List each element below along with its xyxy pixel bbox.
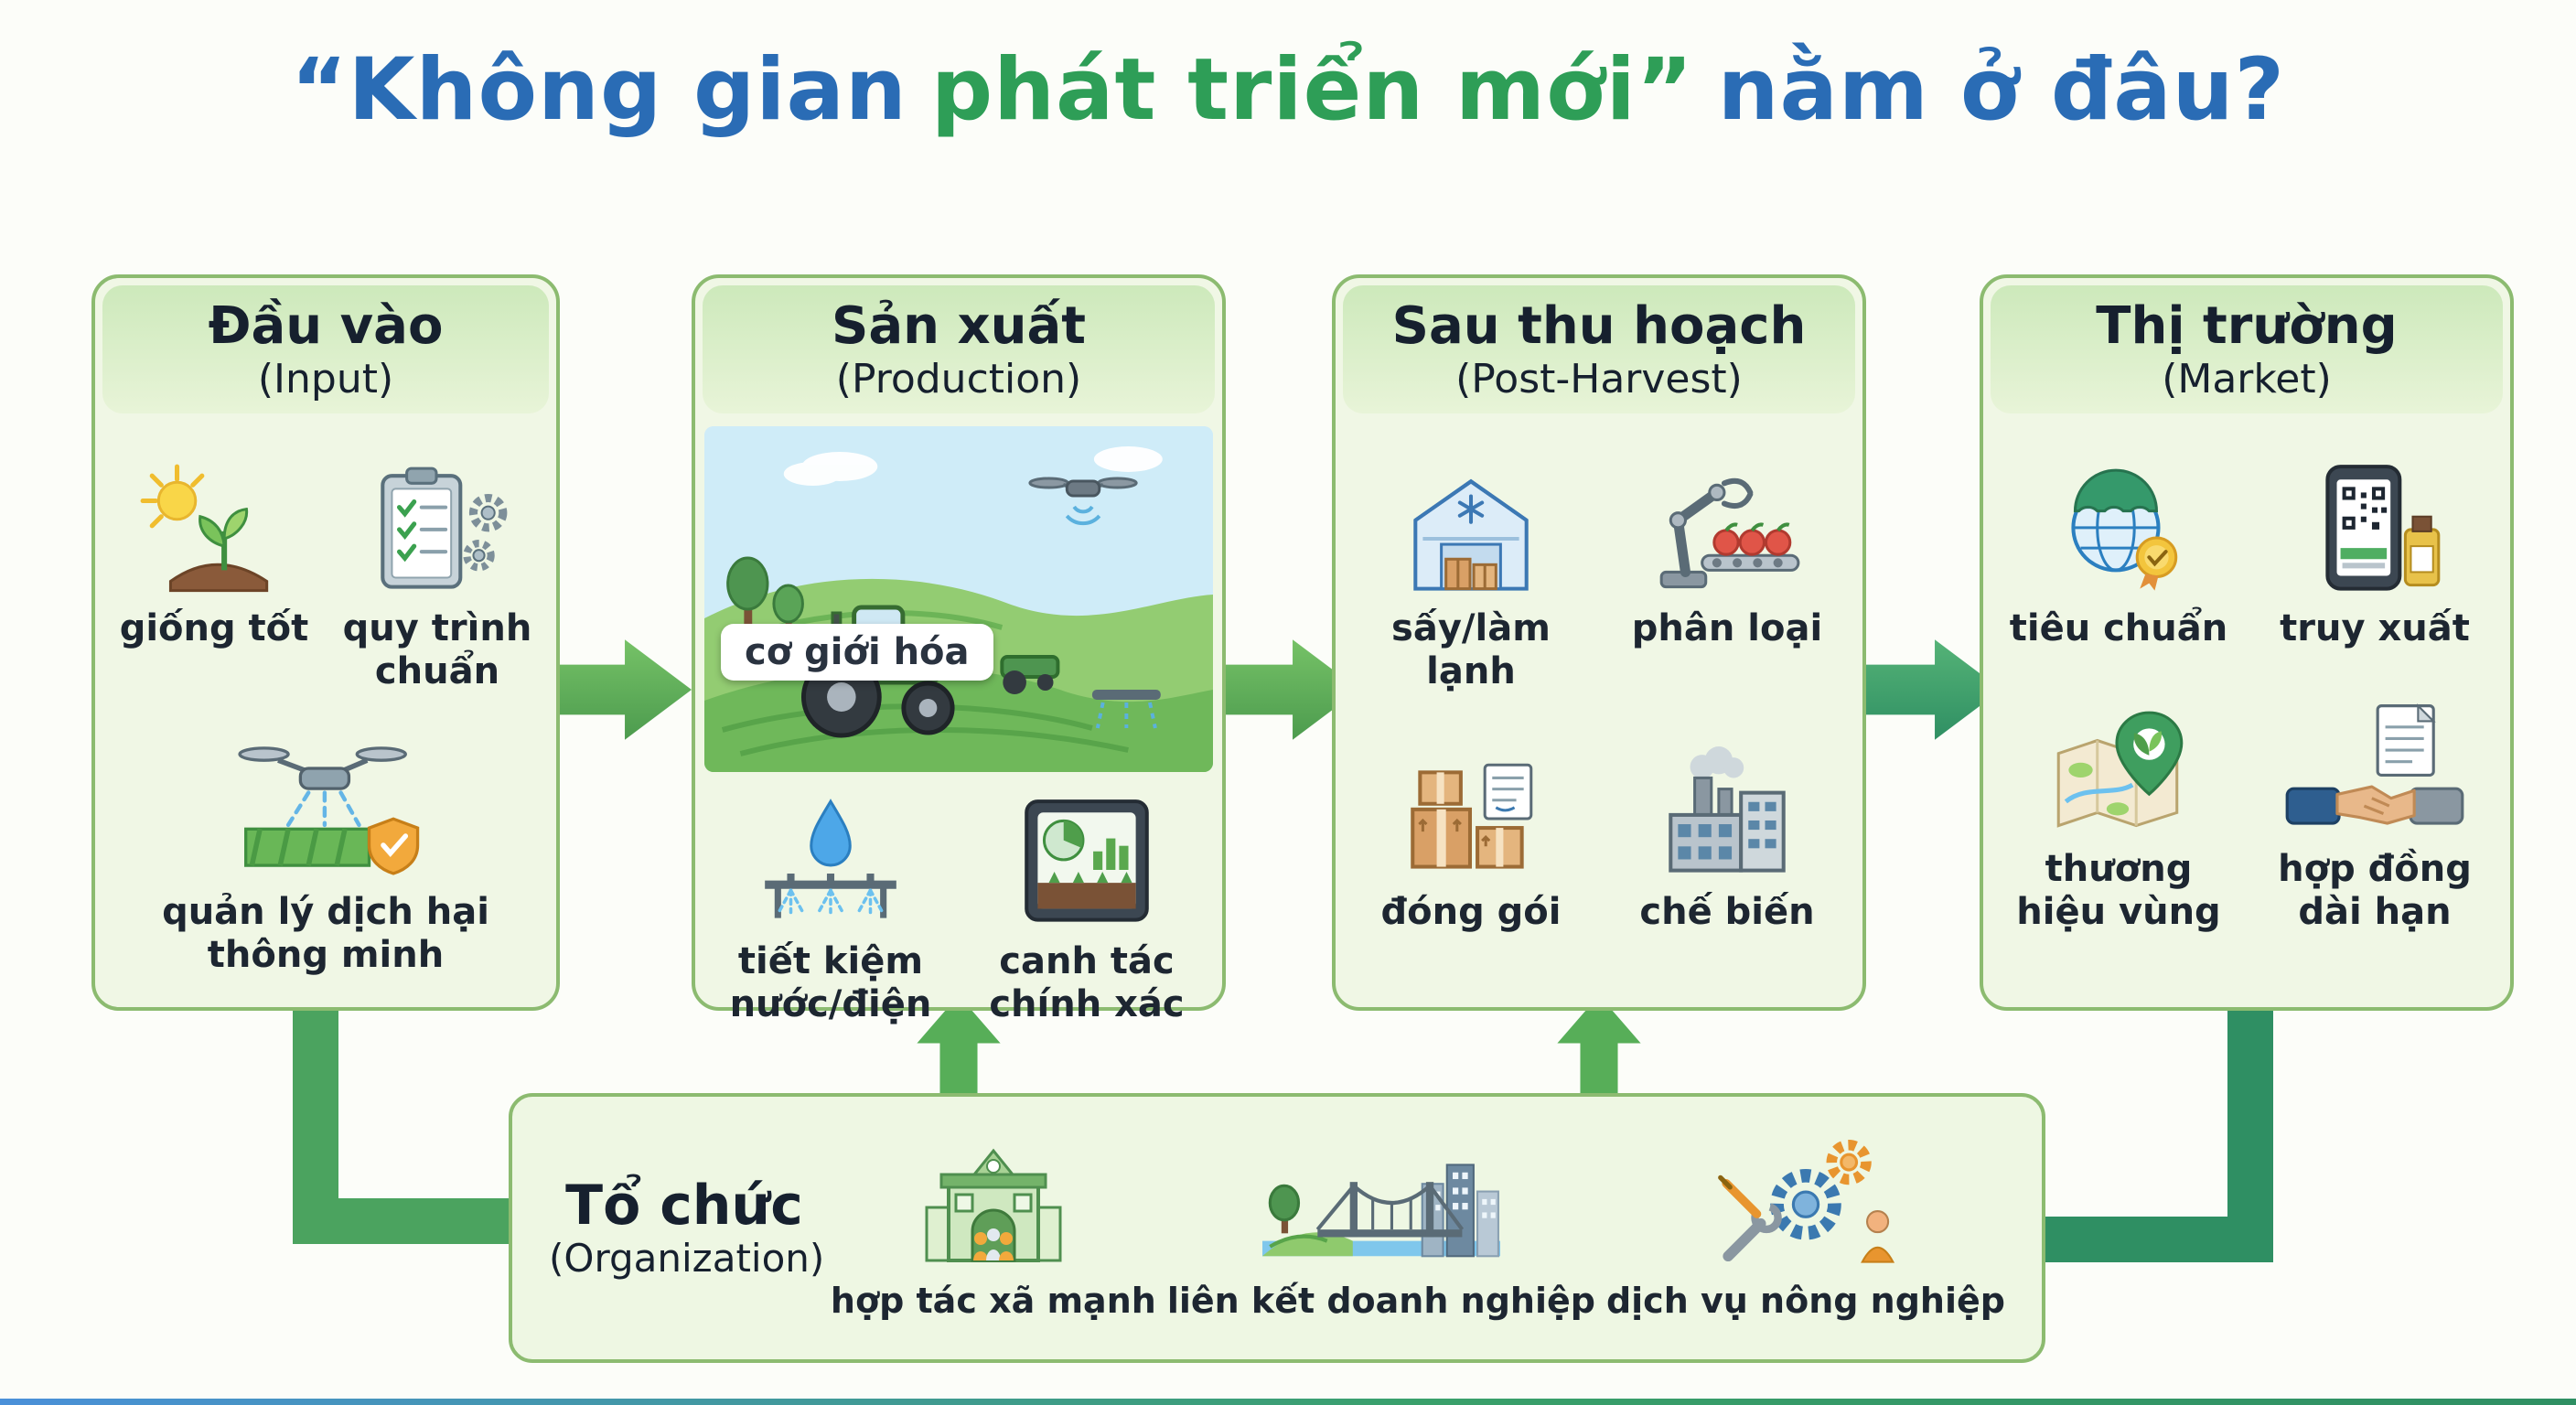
item-traceability: truy xuất — [2252, 441, 2498, 650]
item-strong-cooperatives: hợp tác xã mạnh — [831, 1134, 1156, 1322]
item-label: tiêu chuẩn — [2009, 606, 2228, 649]
item-smart-pest: quản lý dịch hại thông minh — [102, 724, 549, 977]
elbow-arrow-organization-to-input — [274, 956, 531, 1244]
item-label: truy xuất — [2280, 606, 2470, 649]
item-label: thương hiệu vùng — [2016, 847, 2221, 933]
map-pin-icon — [2040, 681, 2197, 839]
title-prefix: “Không gian — [290, 40, 907, 140]
page-title: “Không gian phát triển mới” nằm ở đâu? — [0, 40, 2576, 140]
clipboard-gears-icon — [359, 441, 516, 598]
up-arrow-organization-to-postharvest — [1557, 995, 1641, 1099]
farm-scene-icon — [704, 425, 1213, 772]
up-arrow-organization-to-production — [917, 995, 1001, 1099]
item-standard-process: quy trình chuẩn — [330, 441, 544, 693]
item-label: canh tác chính xác — [989, 939, 1185, 1025]
qr-phone-icon — [2296, 441, 2453, 598]
irrigation-icon — [752, 788, 909, 931]
stage-title: Thị trường — [2096, 296, 2398, 356]
stage-subtitle: (Production) — [835, 355, 1082, 402]
item-label: tiết kiệm nước/điện — [729, 939, 932, 1025]
item-label: đóng gói — [1380, 890, 1562, 933]
flow-arrow-postharvest-to-market — [1862, 639, 2002, 740]
organization-box: Tổ chức (Organization) hợp tác xã mạnh — [509, 1093, 2045, 1363]
organization-subtitle: (Organization) — [549, 1236, 825, 1281]
stage-header-market: Thị trường (Market) — [1991, 285, 2503, 413]
stage-subtitle: (Post-Harvest) — [1455, 355, 1743, 402]
stage-title: Sau thu hoạch — [1391, 296, 1807, 356]
cold-storage-icon — [1392, 441, 1550, 598]
sorting-arm-icon — [1648, 441, 1806, 598]
item-label: hợp đồng dài hạn — [2278, 847, 2472, 933]
item-label: chế biến — [1639, 890, 1815, 933]
stage-title: Sản xuất — [831, 296, 1087, 356]
gears-service-icon — [1705, 1134, 1906, 1273]
handshake-contract-icon — [2283, 681, 2466, 839]
organization-header: Tổ chức (Organization) — [549, 1174, 825, 1281]
stage-subtitle: (Input) — [257, 355, 394, 402]
drone-field-shield-icon — [230, 724, 422, 882]
stage-title: Đầu vào — [208, 296, 444, 356]
globe-badge-icon — [2040, 441, 2197, 598]
item-water-energy-saving: tiết kiệm nước/điện — [708, 788, 954, 1026]
item-business-linkage: liên kết doanh nghiệp — [1167, 1134, 1595, 1322]
item-precision-farming: canh tác chính xác — [964, 788, 1210, 1026]
item-label: quy trình chuẩn — [342, 606, 532, 692]
stage-box-market: Thị trường (Market) tiêu c — [1980, 274, 2514, 1011]
item-label: phân loại — [1631, 606, 1823, 649]
farm-scene-illustration: cơ giới hóa — [704, 425, 1213, 772]
stage-box-input: Đầu vào (Input) giống tốt — [91, 274, 560, 1011]
packaging-icon — [1392, 724, 1550, 882]
item-label: dịch vụ nông nghiệp — [1605, 1281, 2005, 1322]
item-drying-cooling: sấy/làm lạnh — [1348, 441, 1594, 693]
flow-arrow-production-to-postharvest — [1220, 639, 1359, 740]
factory-icon — [1648, 724, 1806, 882]
flow-arrow-input-to-production — [553, 639, 692, 740]
item-label: sấy/làm lạnh — [1391, 606, 1551, 692]
stage-subtitle: (Market) — [2162, 355, 2332, 402]
coop-building-icon — [907, 1134, 1080, 1273]
item-sorting: phân loại — [1605, 441, 1851, 650]
title-suffix: nằm ở đâu? — [1717, 40, 2286, 140]
scene-label-pill: cơ giới hóa — [721, 623, 993, 681]
title-highlight: phát triển mới” — [930, 40, 1694, 140]
item-long-term-contract: hợp đồng dài hạn — [2252, 681, 2498, 934]
precision-tablet-icon — [1008, 788, 1165, 931]
stage-box-postharvest: Sau thu hoạch (Post-Harvest) — [1332, 274, 1866, 1011]
bridge-link-icon — [1261, 1134, 1500, 1273]
item-processing: chế biến — [1605, 724, 1851, 934]
organization-title: Tổ chức — [565, 1174, 803, 1238]
sun-seedling-icon — [135, 441, 293, 598]
item-good-seeds: giống tốt — [107, 441, 321, 650]
stage-header-postharvest: Sau thu hoạch (Post-Harvest) — [1343, 285, 1855, 413]
item-label: quản lý dịch hại thông minh — [162, 890, 489, 977]
bottom-accent-strip — [0, 1399, 2576, 1405]
item-label: hợp tác xã mạnh — [830, 1281, 1156, 1322]
item-label: liên kết doanh nghiệp — [1166, 1281, 1595, 1322]
item-packaging: đóng gói — [1348, 724, 1594, 934]
stage-header-input: Đầu vào (Input) — [102, 285, 549, 413]
stage-header-production: Sản xuất (Production) — [703, 285, 1215, 413]
item-standards: tiêu chuẩn — [1996, 441, 2242, 650]
item-regional-brand: thương hiệu vùng — [1996, 681, 2242, 934]
item-agri-services: dịch vụ nông nghiệp — [1606, 1134, 2005, 1322]
item-label: giống tốt — [119, 606, 309, 649]
stage-box-production: Sản xuất (Production) — [692, 274, 1226, 1025]
